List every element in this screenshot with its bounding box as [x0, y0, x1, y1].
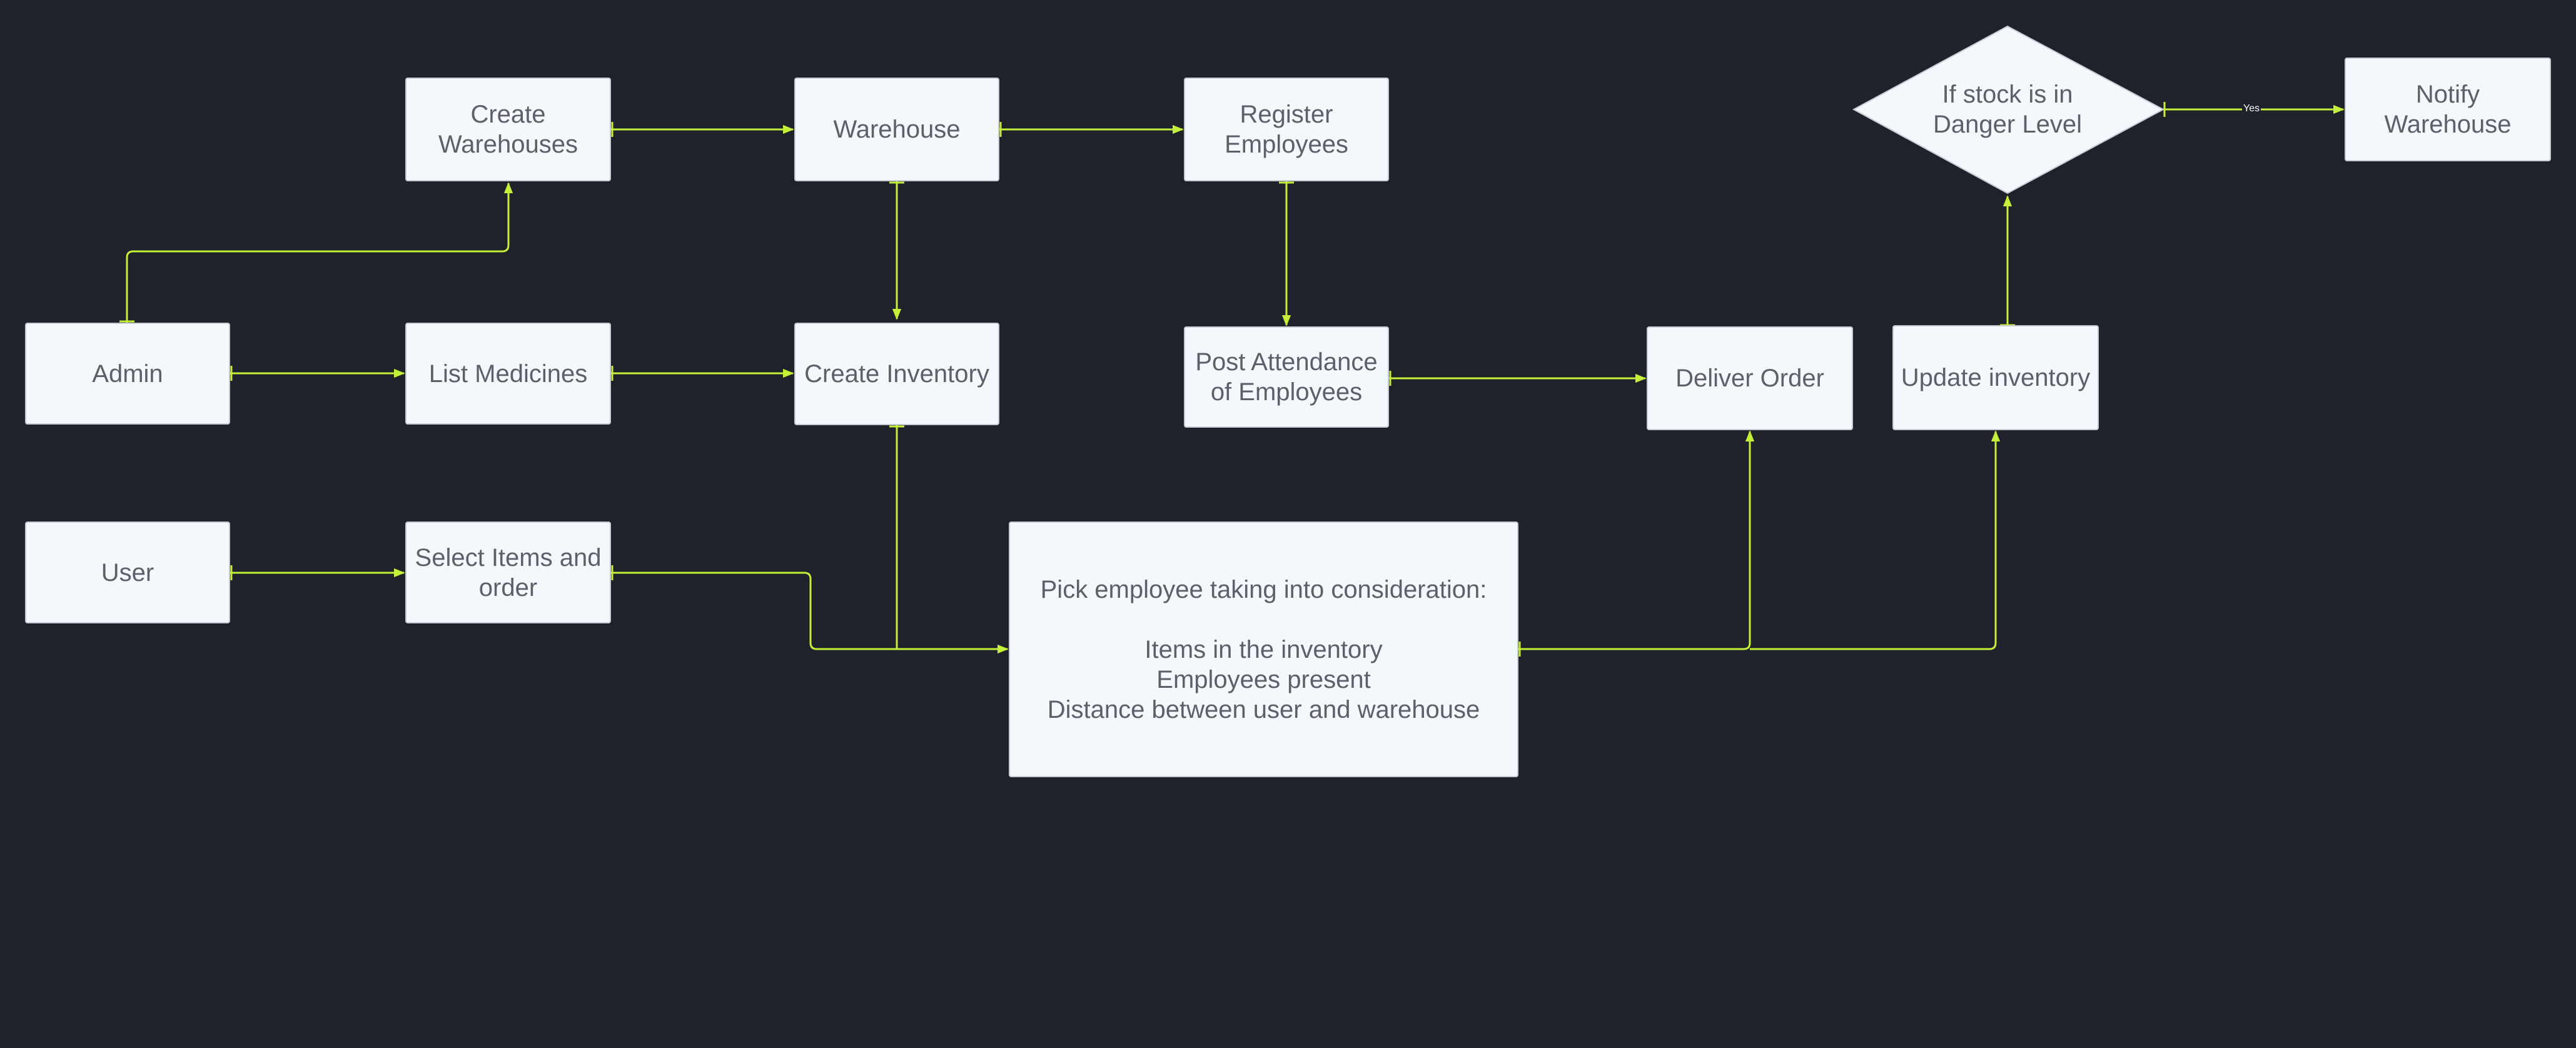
create-warehouses-node[interactable]: Create Warehouses	[405, 78, 611, 181]
admin-node[interactable]: Admin	[25, 323, 230, 425]
post-attendance-node[interactable]: Post Attendance of Employees	[1184, 326, 1389, 428]
pick-employee-node[interactable]: Pick employee taking into consideration:…	[1009, 521, 1518, 777]
decision-diamond[interactable]	[1852, 25, 2165, 194]
create-inventory-node[interactable]: Create Inventory	[794, 323, 999, 425]
deliver-order-node[interactable]: Deliver Order	[1647, 326, 1853, 430]
decision-label: If stock is in Danger Level	[1933, 81, 2082, 138]
list-medicines-node[interactable]: List Medicines	[405, 323, 611, 425]
connector-start-ticks	[119, 102, 2166, 657]
user-node[interactable]: User	[25, 521, 230, 623]
connector-select-items-to-pick-employee	[611, 572, 1009, 654]
edge-label-yes: Yes	[2242, 103, 2261, 114]
connector-pick-employee-to-deliver-order	[1518, 430, 1755, 650]
connector-admin-to-create-warehouses	[126, 182, 513, 323]
select-items-and-order-node[interactable]: Select Items and order	[405, 521, 611, 623]
register-employees-node[interactable]: Register Employees	[1184, 78, 1389, 181]
notify-warehouse-node[interactable]: Notify Warehouse	[2345, 58, 2551, 161]
warehouse-node[interactable]: Warehouse	[794, 78, 999, 181]
update-inventory-node[interactable]: Update inventory	[1892, 325, 2099, 430]
connector-pick-employee-to-update-inventory	[1750, 430, 2001, 650]
